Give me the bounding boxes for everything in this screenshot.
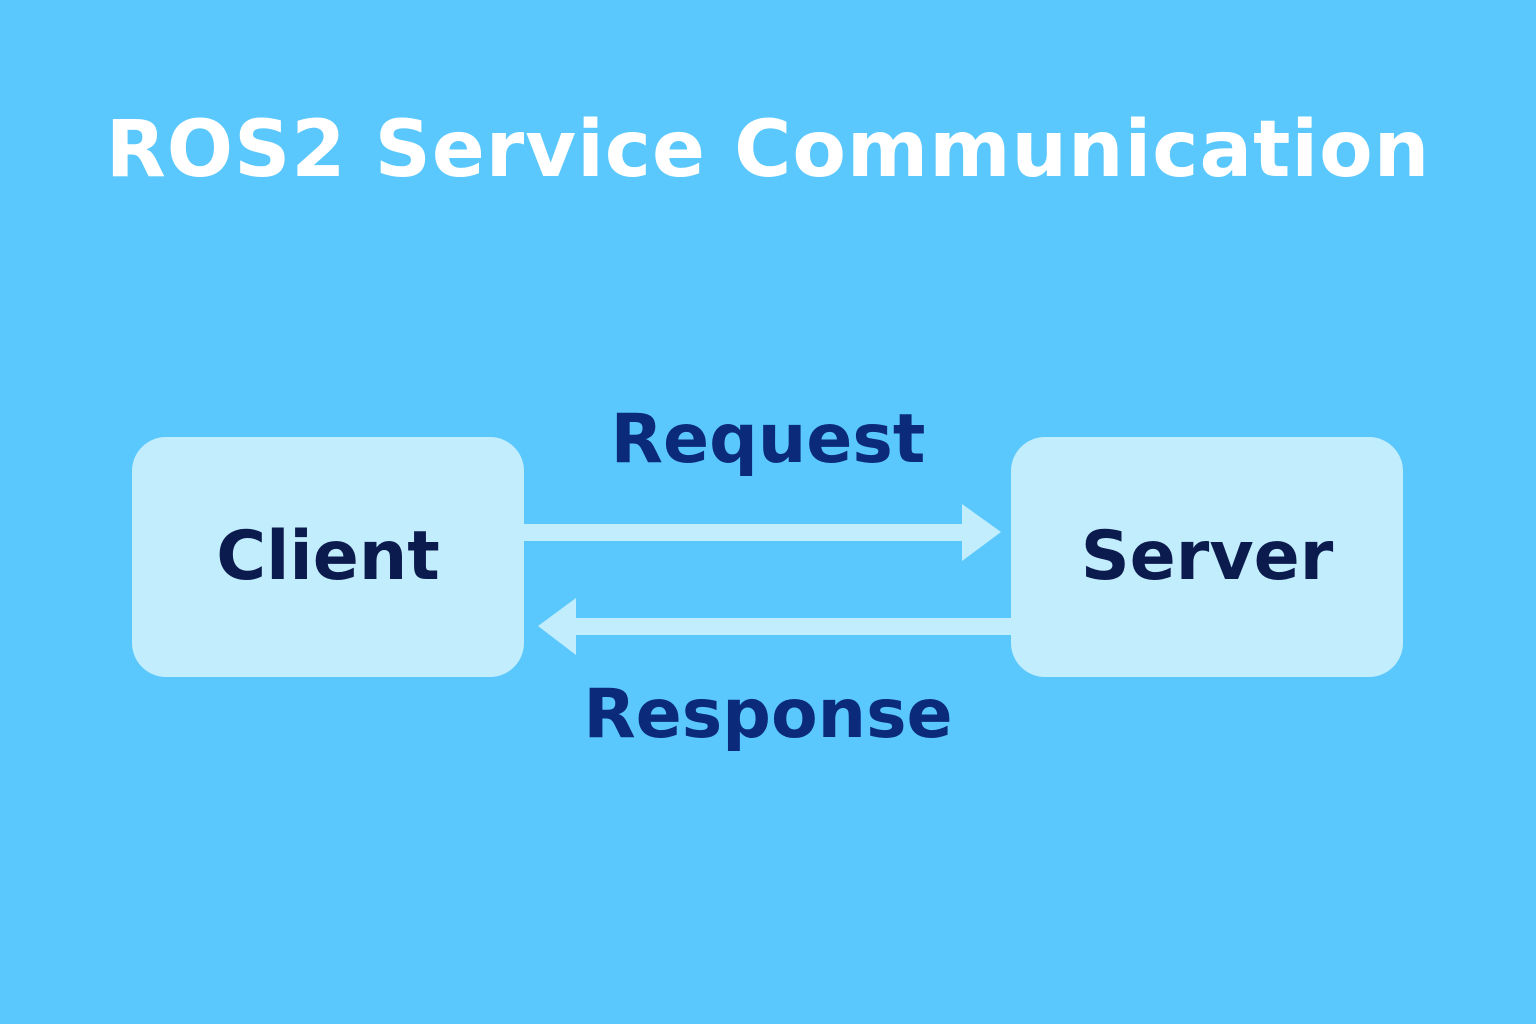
request-arrowhead-icon (962, 504, 1001, 561)
client-node-label: Client (216, 517, 440, 596)
diagram-title: ROS2 Service Communication (105, 105, 1431, 195)
response-arrow (538, 598, 1011, 655)
request-label: Request (610, 400, 926, 479)
client-node: Client (132, 437, 524, 677)
response-arrowhead-icon (538, 598, 576, 655)
request-arrow-shaft (524, 524, 969, 541)
server-node: Server (1011, 437, 1403, 677)
server-node-label: Server (1080, 517, 1334, 596)
response-arrow-shaft (568, 618, 1011, 635)
response-label: Response (583, 675, 953, 754)
request-arrow (524, 504, 1001, 561)
